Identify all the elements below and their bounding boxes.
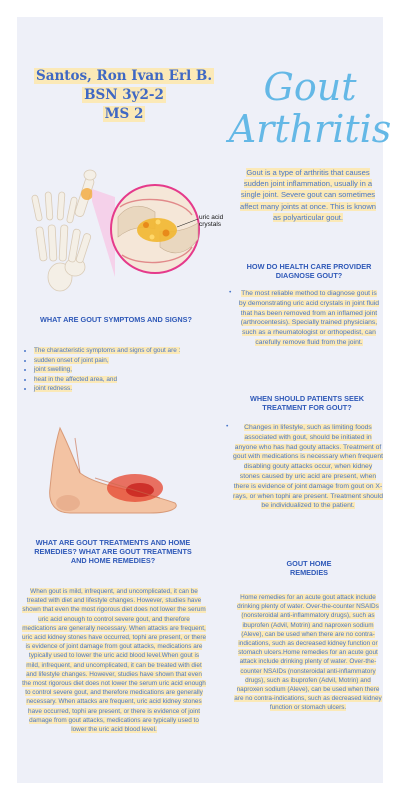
intro-text: Gout is a type of arthritis that causes … [239, 168, 377, 222]
author-name: Santos, Ron Ivan Erl B. [33, 68, 215, 84]
poster-title: Gout Arthritis [225, 66, 395, 150]
foot-bones-illustration: uric acid crystals [31, 169, 224, 292]
home-remedies-text: Home remedies for an acute gout attack i… [234, 594, 382, 712]
callout-wedge [92, 189, 115, 277]
label-pointer [176, 218, 199, 228]
symptom-item: The characteristic symptoms and signs of… [34, 346, 194, 356]
diagnose-heading: HOW DO HEALTH CARE PROVIDER DIAGNOSE GOU… [246, 262, 372, 280]
inflamed-foot-illustration [49, 426, 177, 514]
seek-text: Changes in lifestyle, such as limiting f… [233, 424, 383, 510]
home-remedies-body: Home remedies for an acute gout attack i… [232, 593, 384, 713]
seek-body: Changes in lifestyle, such as limiting f… [233, 423, 383, 511]
diagnose-bullet: • [229, 289, 232, 296]
symptom-item: heat in the affected area, and [34, 375, 194, 385]
joint-closeup [117, 198, 199, 264]
inflamed-joint-marker [81, 188, 93, 200]
intro-paragraph: Gout is a type of arthritis that causes … [238, 167, 378, 223]
author-block: Santos, Ron Ivan Erl B. BSN 3y2-2 MS 2 [25, 67, 223, 124]
seek-heading: WHEN SHOULD PATIENTS SEEK TREATMENT FOR … [249, 394, 365, 412]
diagnose-body: The most reliable method to diagnose gou… [238, 289, 380, 348]
symptom-item: joint swelling, [34, 365, 194, 375]
uric-acid-label-2: crystals [199, 221, 222, 228]
title-line-2: Arthritis [228, 107, 392, 151]
uric-acid-label-1: uric acid [199, 214, 224, 221]
symptoms-heading: WHAT ARE GOUT SYMPTOMS AND SIGNS? [39, 315, 193, 324]
symptoms-list: The characteristic symptoms and signs of… [20, 346, 194, 394]
author-group: MS 2 [102, 106, 146, 122]
symptom-item: sudden onset of joint pain, [34, 356, 194, 366]
treatments-heading: WHAT ARE GOUT TREATMENTS AND HOME REMEDI… [34, 538, 192, 565]
symptom-item: joint redness. [34, 384, 194, 394]
foot-skeleton [31, 169, 97, 292]
treatments-body: When gout is mild, infrequent, and uncom… [22, 587, 207, 734]
author-section: BSN 3y2-2 [82, 87, 166, 103]
title-line-1: Gout [263, 65, 357, 109]
diagnose-text: The most reliable method to diagnose gou… [238, 290, 380, 346]
treatments-text: When gout is mild, infrequent, and uncom… [22, 588, 207, 734]
home-remedies-heading: GOUT HOME REMEDIES [286, 559, 332, 577]
seek-bullet: • [226, 423, 229, 430]
